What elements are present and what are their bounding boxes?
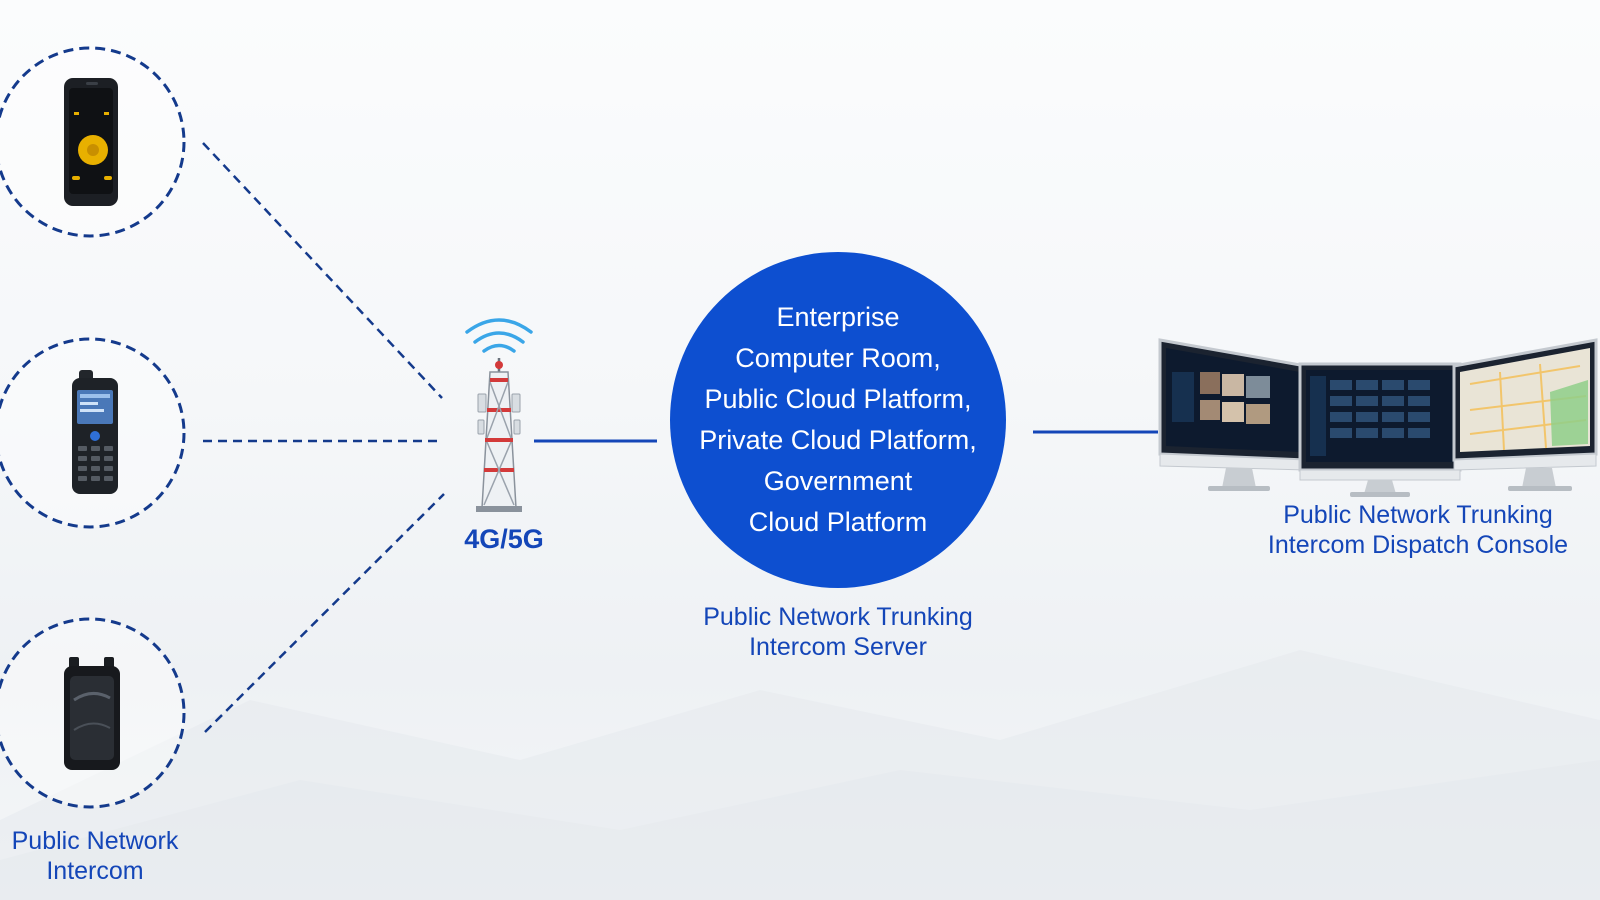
cell-tower-icon — [465, 318, 533, 512]
tower-label: 4G/5G — [464, 524, 544, 554]
server-platform-line-2: Computer Room, — [735, 343, 941, 373]
terminal-label: Public Network Intercom — [0, 826, 190, 886]
wifi-signal-icon — [465, 318, 533, 353]
console-label-line-1: Public Network Trunking — [1283, 501, 1553, 529]
terminal-label-line-1: Public Network — [11, 827, 179, 855]
link-terminal-1-tower — [202, 142, 443, 399]
background-shapes — [0, 650, 1600, 900]
dispatch-monitors-icon — [1158, 338, 1598, 497]
smartphone-intercom-icon — [64, 78, 118, 206]
server-platform-line-3: Public Cloud Platform, — [704, 384, 972, 414]
server-platform-line-5: Government — [763, 466, 913, 496]
server-platform-line-1: Enterprise — [776, 302, 900, 332]
server-label: Public Network Trunking Intercom Server — [650, 602, 1026, 662]
console-label-line-2: Intercom Dispatch Console — [1267, 531, 1569, 559]
server-label-line-1: Public Network Trunking — [703, 603, 973, 631]
keypad-phone-intercom-icon — [72, 370, 118, 494]
server-circle — [670, 252, 1006, 588]
server-label-line-2: Intercom Server — [749, 633, 927, 661]
server-platforms-text: Enterprise Computer Room, Public Cloud P… — [670, 248, 1006, 592]
rugged-radio-intercom-icon — [64, 657, 120, 770]
terminal-label-line-2: Intercom — [46, 857, 144, 885]
link-terminal-3-tower — [204, 493, 445, 733]
server-platform-line-4: Private Cloud Platform, — [699, 425, 977, 455]
console-label: Public Network Trunking Intercom Dispatc… — [1240, 500, 1596, 560]
server-platform-line-6: Cloud Platform — [748, 507, 928, 537]
